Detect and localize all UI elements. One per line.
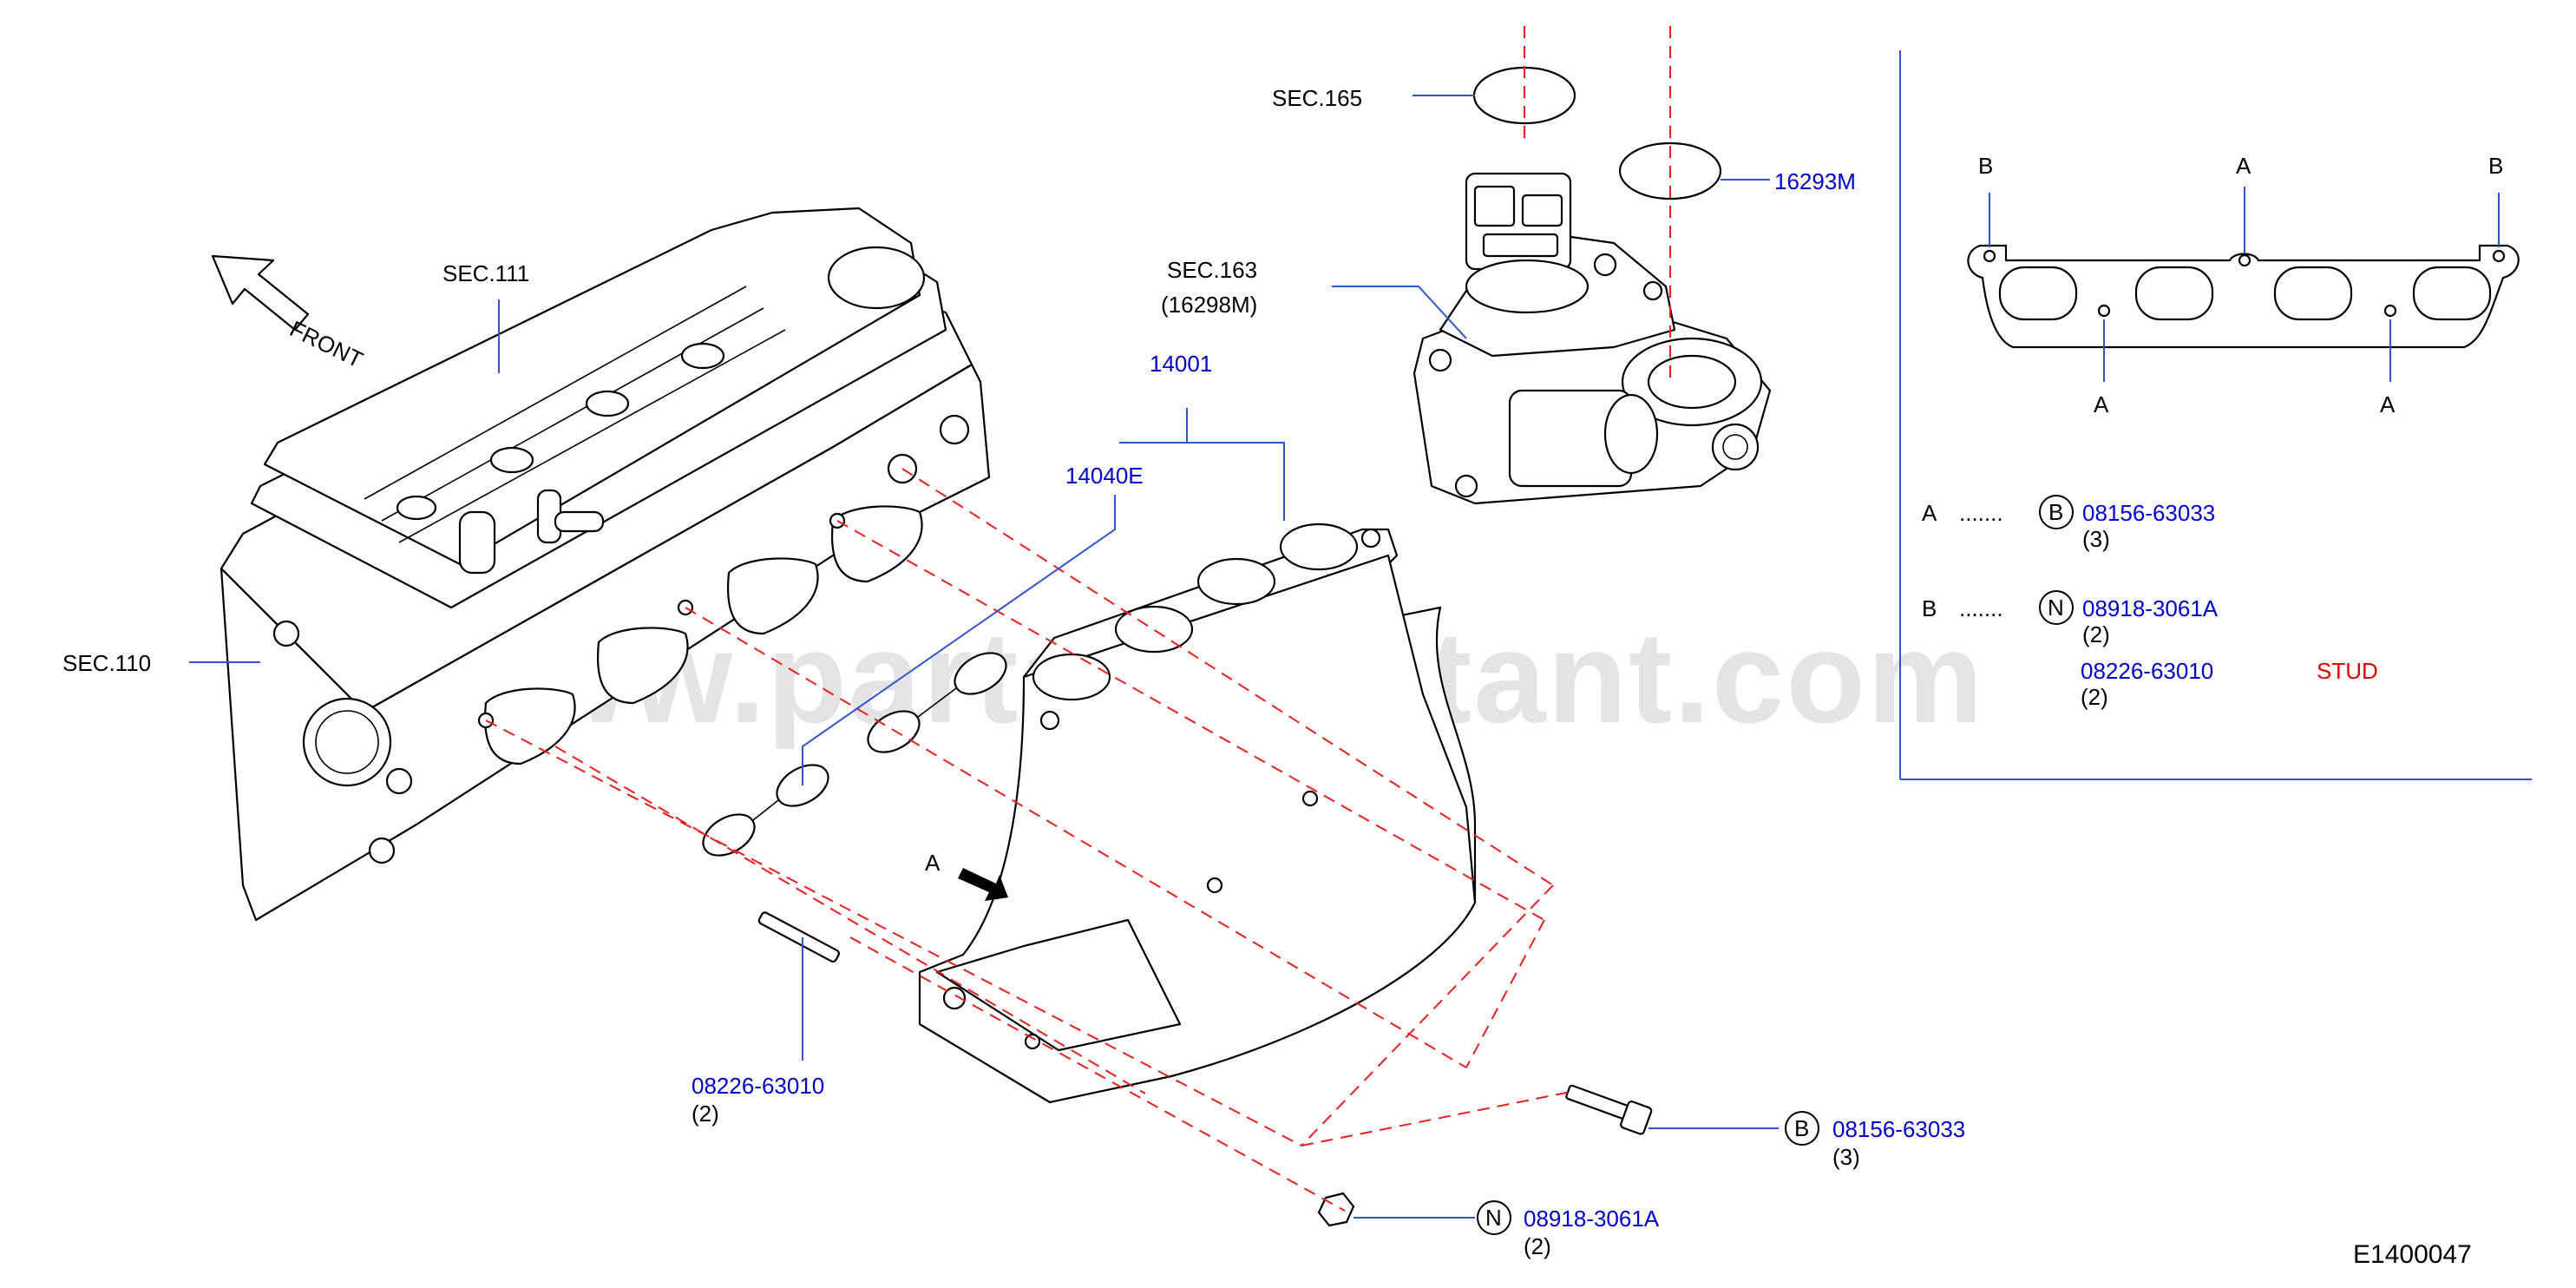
legend-dots-a: .......: [1959, 500, 2003, 526]
nut-qty: (2): [1524, 1233, 1551, 1259]
sec163-sub-label: (16298M): [1161, 292, 1257, 318]
stud-qty: (2): [692, 1101, 719, 1127]
legend-qty-a: (3): [2082, 526, 2110, 552]
sec110-label: SEC.110: [62, 650, 151, 676]
legend-number-b: 08918-3061A: [2082, 595, 2219, 621]
intake-manifold-drawing: [918, 522, 1477, 1104]
legend-marker-circle-b: [2039, 590, 2074, 625]
inset-point-a-left: A: [2094, 391, 2109, 417]
inset-point-b-left: B: [1978, 153, 1993, 179]
legend-key-a: A: [1922, 500, 1937, 526]
inset-gasket-shape: [1967, 244, 2520, 349]
inset-point-a-right: A: [2380, 391, 2396, 417]
inset-point-b-right: B: [2488, 153, 2503, 179]
sec165-label: SEC.165: [1272, 85, 1362, 111]
sec163-label: SEC.163: [1167, 257, 1257, 283]
nut-part-number: 08918-3061A: [1524, 1206, 1660, 1232]
throttle-body-drawing: [1413, 172, 1772, 505]
legend-key-b: B: [1922, 595, 1937, 621]
legend-marker-circle-a: [2039, 495, 2074, 529]
bolt-marker: B: [1794, 1115, 1809, 1141]
bolt-shape: [1565, 1084, 1653, 1135]
legend-number-stud: 08226-63010: [2081, 658, 2213, 684]
legend-note-stud: STUD: [2317, 658, 2378, 684]
cylinder-head-drawing: [220, 207, 991, 922]
legend-marker-a: B: [2048, 499, 2063, 525]
bolt-marker-circle: [1785, 1111, 1819, 1146]
sec111-label: SEC.111: [442, 260, 529, 286]
part-14040e-label: 14040E: [1065, 463, 1144, 489]
inset-point-a-top: A: [2236, 153, 2252, 179]
bolt-part-number: 08156-63033: [1832, 1116, 1965, 1142]
nut-shape: [1317, 1192, 1355, 1227]
legend-qty-stud: (2): [2081, 684, 2108, 710]
nut-marker: N: [1485, 1205, 1502, 1231]
stud-shape: [757, 911, 840, 963]
stud-part-number: 08226-63010: [692, 1073, 824, 1099]
legend-marker-b: N: [2048, 595, 2064, 621]
dashed-alignment-lines: [485, 26, 1671, 1212]
view-a-arrow-icon: [958, 868, 1008, 901]
legend-number-a: 08156-63033: [2082, 500, 2215, 526]
nut-marker-circle: [1477, 1200, 1511, 1235]
legend-qty-b: (2): [2082, 621, 2110, 647]
leader-lines: [189, 95, 1779, 1219]
diagram-code: E1400047: [2353, 1240, 2472, 1269]
bolt-qty: (3): [1832, 1144, 1860, 1170]
front-label: FRONT: [285, 315, 367, 372]
view-a-label: A: [925, 850, 941, 876]
legend-dots-b: .......: [1959, 595, 2003, 621]
part-14001-label: 14001: [1150, 351, 1212, 377]
front-arrow-icon: [211, 254, 310, 332]
inset-panel: [1899, 50, 2532, 780]
part-16293m-label: 16293M: [1774, 168, 1856, 194]
